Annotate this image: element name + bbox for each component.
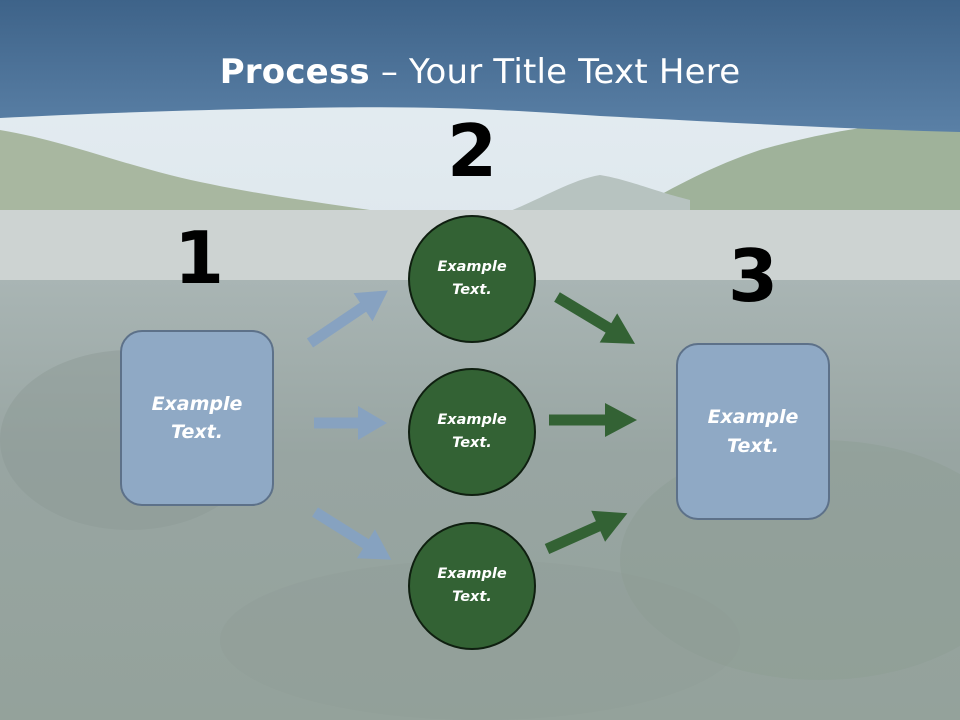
circle-3-line2: Text.: [452, 589, 492, 605]
green-arrow-straight: [549, 403, 637, 437]
circle-3: Example Text.: [408, 522, 536, 650]
title-rest: – Your Title Text Here: [369, 52, 741, 92]
right-box-line2: Text.: [727, 434, 779, 457]
circle-1: Example Text.: [408, 215, 536, 343]
circle-2: Example Text.: [408, 368, 536, 496]
left-box-line1: Example: [151, 392, 243, 415]
circle-1-line1: Example: [437, 258, 507, 275]
circle-2-line1: Example: [437, 411, 507, 428]
left-box-line2: Text.: [171, 421, 223, 443]
right-box: Example Text.: [676, 343, 830, 520]
step-number-1: 1: [173, 216, 225, 300]
circle-2-line2: Text.: [452, 435, 492, 451]
green-arrow-down: [554, 292, 636, 344]
green-arrow-up: [544, 510, 628, 555]
blue-arrow-down: [312, 507, 392, 560]
circle-1-line2: Text.: [452, 282, 492, 298]
step-number-3: 3: [727, 234, 779, 318]
step-number-2: 2: [446, 109, 498, 193]
circle-3-line1: Example: [437, 565, 507, 582]
blue-arrow-up: [306, 290, 388, 348]
blue-arrow-straight: [314, 406, 387, 440]
left-box: Example Text.: [120, 330, 274, 506]
right-box-line1: Example: [707, 406, 799, 428]
slide-title: Process – Your Title Text Here: [0, 52, 960, 92]
title-bold: Process: [219, 52, 370, 92]
